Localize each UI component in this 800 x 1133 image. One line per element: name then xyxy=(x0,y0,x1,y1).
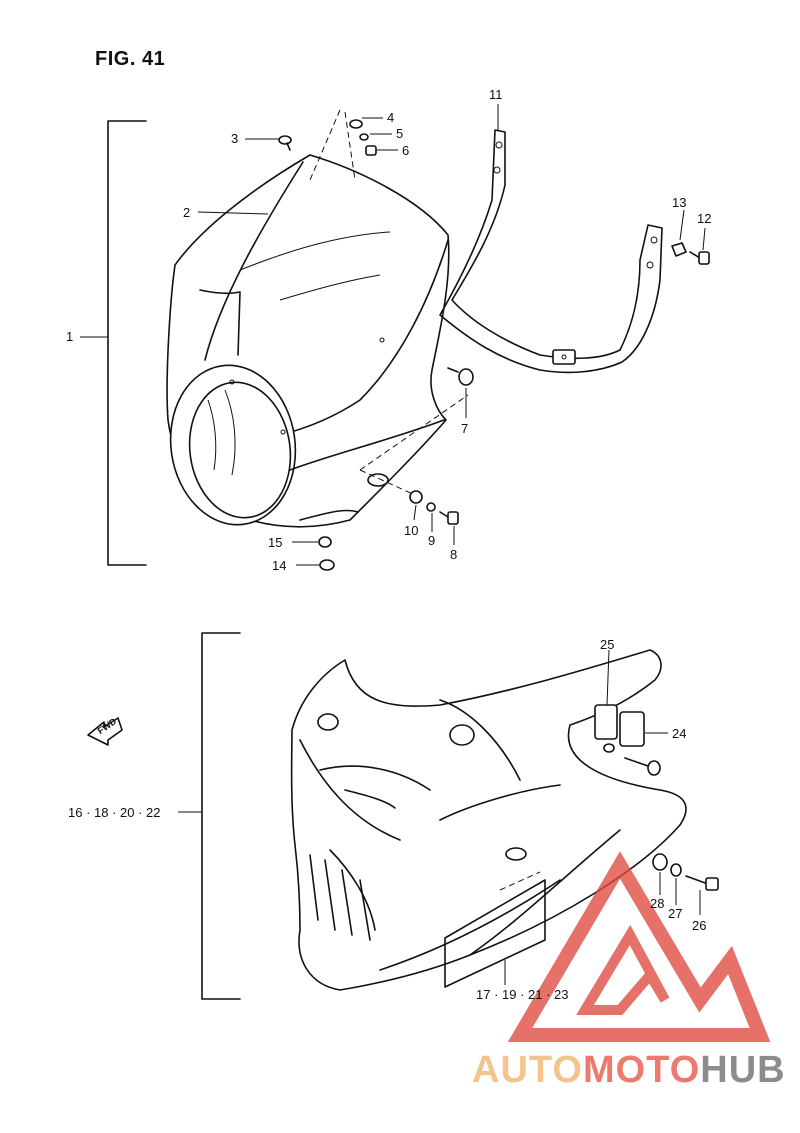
label-part-17-19-21-23: 17 · 19 · 21 · 23 xyxy=(476,987,569,1002)
watermark-auto: AUTO xyxy=(472,1049,583,1091)
label-part-3: 3 xyxy=(231,131,239,146)
leader-lines xyxy=(197,104,706,985)
label-part-10: 10 xyxy=(404,523,419,538)
label-part-24: 24 xyxy=(672,726,687,741)
label-part-28: 28 xyxy=(650,896,665,911)
label-part-2: 2 xyxy=(183,205,191,220)
upper-hardware xyxy=(278,119,710,571)
watermark-brand: AUTOMOTOHUB xyxy=(472,1050,786,1090)
bracket-assembly-1 xyxy=(80,120,147,566)
figure-title: FIG. 41 xyxy=(95,48,166,70)
label-part-13: 13 xyxy=(672,195,687,210)
under-cowl xyxy=(290,649,719,991)
label-part-5: 5 xyxy=(396,126,404,141)
label-part-12: 12 xyxy=(697,211,712,226)
bracket-assembly-16 xyxy=(178,632,241,1000)
label-part-7: 7 xyxy=(461,421,469,436)
watermark-moto: MOTO xyxy=(582,1049,701,1091)
label-part-11: 11 xyxy=(489,87,503,102)
label-part-4: 4 xyxy=(387,110,395,125)
watermark-logo-icon xyxy=(507,851,771,1042)
label-part-25: 25 xyxy=(600,637,615,652)
watermark-hub: HUB xyxy=(700,1049,786,1091)
label-part-16-18-20-22: 16 · 18 · 20 · 22 xyxy=(68,805,161,820)
cowl-brace xyxy=(439,129,663,374)
label-part-14: 14 xyxy=(272,558,287,573)
label-part-1: 1 xyxy=(66,329,74,344)
label-part-27: 27 xyxy=(668,906,683,921)
label-part-15: 15 xyxy=(268,535,283,550)
forward-arrow-icon xyxy=(87,717,123,746)
label-part-8: 8 xyxy=(450,547,458,562)
label-part-26: 26 xyxy=(692,918,707,933)
label-part-9: 9 xyxy=(428,533,436,548)
headlight-cowl xyxy=(166,109,469,528)
label-part-6: 6 xyxy=(402,143,410,158)
